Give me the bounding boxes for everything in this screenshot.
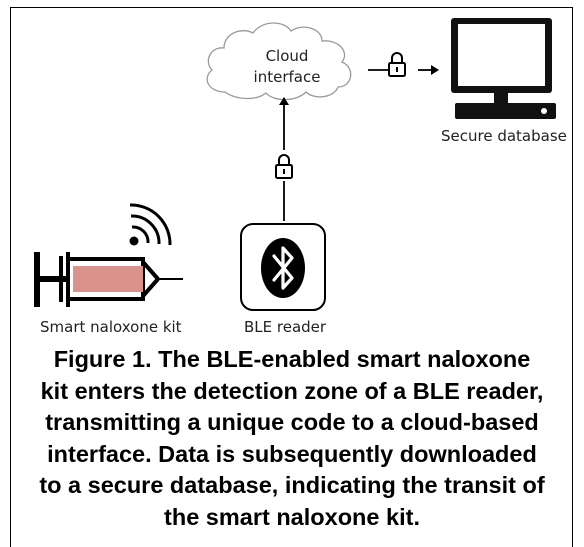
arrow-icon xyxy=(279,97,289,105)
lock-icon xyxy=(275,154,293,179)
ble-reader-label: BLE reader xyxy=(244,318,327,336)
caption-line: Figure 1. The BLE-enabled smart naloxone xyxy=(53,346,531,372)
cloud-label-line-1: Cloud xyxy=(265,47,309,65)
smart-naloxone-kit-label: Smart naloxone kit xyxy=(40,318,182,336)
arrow-icon xyxy=(431,65,439,75)
caption-line: the smart naloxone kit. xyxy=(164,503,420,530)
monitor-icon xyxy=(451,18,556,119)
figure-caption: Figure 1. The BLE-enabled smart naloxone… xyxy=(14,344,570,533)
cloud-label-line-2: interface xyxy=(253,68,321,86)
wireless-signal-icon xyxy=(129,203,172,246)
caption-line: transmitting a unique code to a cloud-ba… xyxy=(45,409,539,435)
syringe-icon xyxy=(34,252,183,307)
cloud-interface-label: Cloud interface xyxy=(232,46,342,88)
bluetooth-icon xyxy=(261,238,305,298)
figure-frame xyxy=(10,7,573,547)
caption-line: kit enters the detection zone of a BLE r… xyxy=(40,377,544,404)
lock-icon xyxy=(388,52,406,77)
cloud-icon xyxy=(206,22,352,101)
caption-line: to a secure database, indicating the tra… xyxy=(39,472,545,498)
secure-database-label: Secure database xyxy=(441,127,567,145)
caption-line: interface. Data is subsequently download… xyxy=(47,440,537,467)
